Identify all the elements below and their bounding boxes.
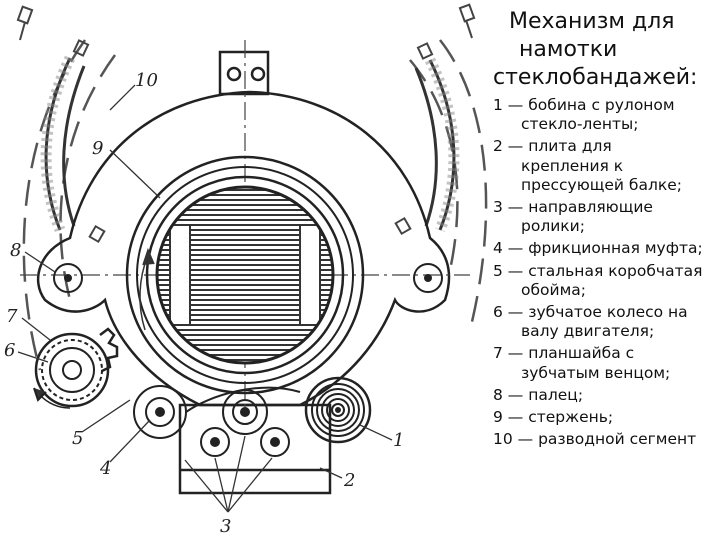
legend-item: 9 — стержень; xyxy=(493,408,718,427)
guide-rollers xyxy=(133,385,301,457)
legend-item-line: 10 — разводной сегмент xyxy=(493,430,697,449)
legend-item-line: стекло-ленты; xyxy=(521,115,639,134)
legend-item: 8 — палец; xyxy=(493,386,718,405)
legend-title: Механизм для намотки стеклобандажей: xyxy=(493,8,718,92)
legend-item-line: 4 — фрикционная муфта; xyxy=(493,239,703,258)
label-10: 10 xyxy=(135,70,158,91)
faceplate-gear xyxy=(33,327,119,409)
rotation-arrow xyxy=(139,247,155,331)
housing xyxy=(36,50,451,495)
legend-item-line: 5 — стальная коробчатая xyxy=(493,261,703,280)
legend-title-line: Механизм для xyxy=(509,9,675,34)
label-4: 4 xyxy=(99,458,111,479)
label-2: 2 xyxy=(343,470,355,491)
legend-item-line: 3 — направляющие xyxy=(493,198,653,217)
pins xyxy=(53,263,443,293)
label-9: 9 xyxy=(92,138,103,159)
legend-item-line: 6 — зубчатое колесо на xyxy=(493,303,688,322)
mechanism-drawing: 1 2 3 4 5 6 7 8 9 10 xyxy=(4,3,488,537)
legend-item-line: ролики; xyxy=(521,217,585,236)
legend-item-line: зубчатым венцом; xyxy=(521,363,671,382)
label-5: 5 xyxy=(72,428,83,449)
legend-panel: Механизм для намотки стеклобандажей: 1 —… xyxy=(493,8,718,452)
legend-title-line: намотки xyxy=(519,37,618,62)
legend-item-line: 2 — плита для xyxy=(493,137,612,156)
label-1: 1 xyxy=(393,430,404,451)
label-7: 7 xyxy=(6,306,18,327)
legend-item-line: прессующей балке; xyxy=(521,175,682,194)
label-3: 3 xyxy=(220,516,231,537)
label-8: 8 xyxy=(10,240,21,261)
legend-item-line: 9 — стержень; xyxy=(493,408,614,427)
diagram-labels: 1 2 3 4 5 6 7 8 9 10 xyxy=(4,70,404,537)
legend-item-line: валу двигателя; xyxy=(521,322,655,341)
split-segment xyxy=(40,55,460,233)
legend-item-line: крепления к xyxy=(521,156,624,175)
bobbin-roll xyxy=(304,376,372,444)
legend-item-line: 8 — палец; xyxy=(493,385,584,404)
legend-item: 10 — разводной сегмент xyxy=(493,430,718,449)
legend-item-line: обойма; xyxy=(521,280,587,299)
label-6: 6 xyxy=(4,340,15,361)
legend-item: 4 — фрикционная муфта; xyxy=(493,239,718,258)
steel-ring xyxy=(125,155,365,395)
marker-flags xyxy=(16,3,476,244)
legend-item-line: 1 — бобина с рулоном xyxy=(493,96,675,114)
legend-title-line: стеклобандажей: xyxy=(493,65,698,90)
leader-lines xyxy=(17,84,393,513)
rods-bundle xyxy=(157,187,333,363)
legend-item-line: 7 — планшайба с xyxy=(493,344,635,363)
